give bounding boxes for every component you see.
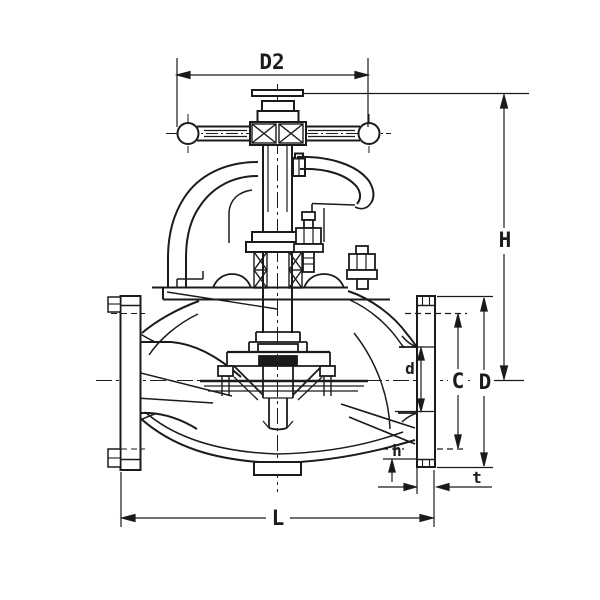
dim-C — [405, 312, 467, 450]
yoke-left-outer — [167, 161, 259, 288]
dim-D2 — [174, 58, 371, 127]
stem-nut-lower — [256, 110, 300, 123]
label-L: L — [272, 506, 285, 530]
label-d: d — [405, 359, 415, 378]
yoke-left-inner — [185, 175, 259, 288]
handwheel-knob-right — [357, 122, 381, 145]
label-h: h — [392, 441, 402, 460]
label-t: t — [472, 468, 482, 487]
dim-t — [434, 482, 492, 492]
handwheel — [176, 89, 381, 146]
shell-inner — [144, 411, 404, 455]
label-H: H — [499, 228, 512, 252]
gland-bolt — [293, 211, 324, 273]
label-D: D — [479, 370, 492, 394]
dim-L — [119, 470, 436, 527]
right-flange — [401, 295, 436, 468]
inlet-top-wall — [121, 341, 242, 378]
inlet-bottom-wall — [121, 412, 198, 430]
dim-D — [437, 295, 493, 469]
bell-right — [303, 273, 345, 289]
dome-outer — [347, 290, 418, 349]
valve-body — [120, 290, 418, 476]
bell-left — [212, 273, 252, 289]
bonnet-diagonal — [166, 291, 278, 310]
dome-partition — [353, 332, 391, 430]
stem-cap — [251, 89, 304, 97]
yoke-bonnet — [152, 155, 390, 310]
handwheel-hub — [249, 121, 307, 146]
spout-lip — [354, 202, 372, 210]
yoke-right-outer — [296, 155, 375, 204]
left-flange — [107, 295, 158, 471]
label-backgrounds — [448, 228, 515, 394]
yoke-left-channel — [228, 189, 253, 243]
body-foot — [253, 461, 302, 476]
dimensions — [119, 58, 529, 527]
bonnet-bolt — [346, 245, 378, 290]
dome-inner — [349, 299, 405, 349]
hub-cross-hatch — [251, 123, 304, 144]
handwheel-knob-left — [176, 122, 200, 145]
label-D2: D2 — [259, 50, 284, 74]
dim-d — [395, 345, 434, 414]
spoke-shading — [204, 129, 355, 138]
seat-insert — [258, 355, 298, 366]
stem-nut-upper — [261, 100, 295, 112]
label-C: C — [452, 369, 465, 393]
disc-assembly — [200, 331, 368, 431]
dim-h — [378, 448, 419, 494]
yoke-right-inner — [299, 167, 361, 205]
dim-H — [303, 92, 529, 382]
dimension-labels: D2 H d C D h t L — [259, 50, 511, 530]
